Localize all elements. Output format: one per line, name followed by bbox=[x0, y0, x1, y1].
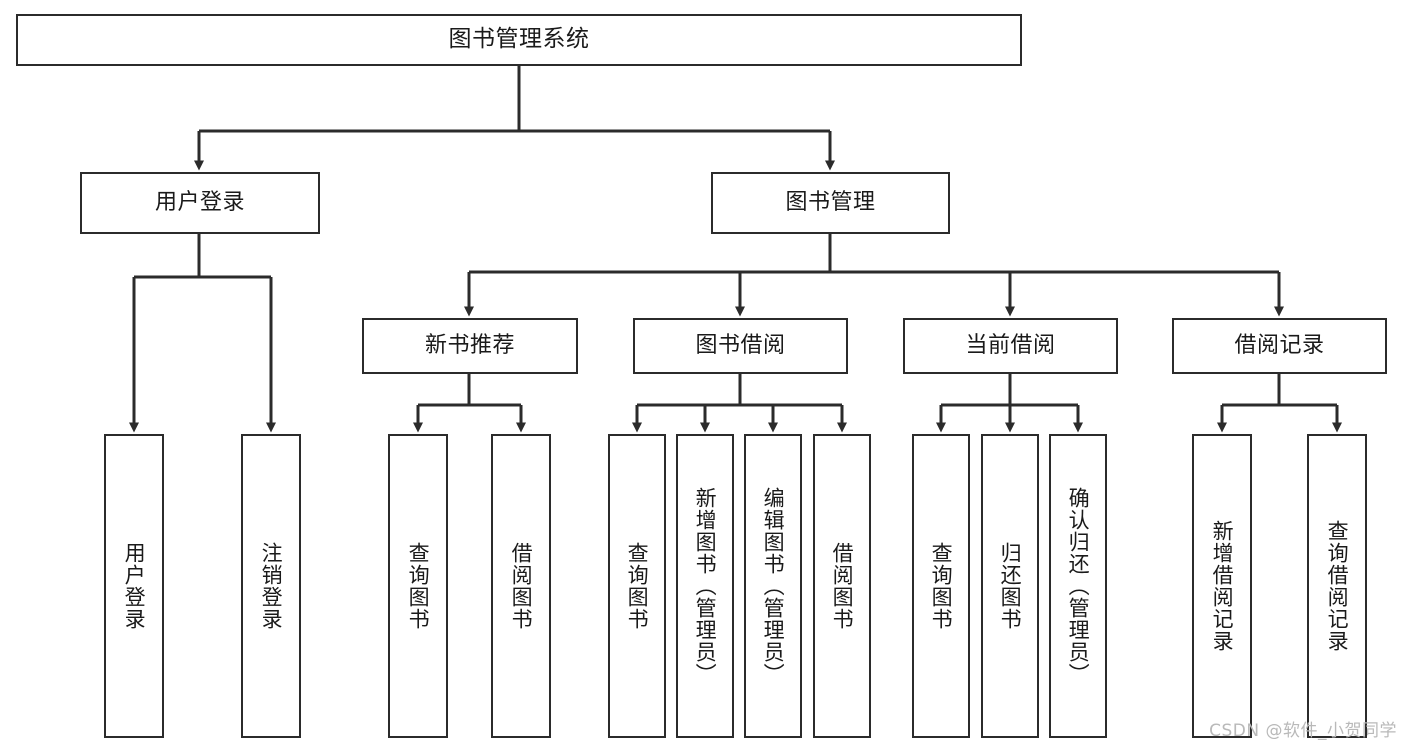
node-current-borrow: 当前借阅 bbox=[903, 318, 1118, 374]
leaf-borrow-record-1-label: 新增借阅记录 bbox=[1210, 520, 1235, 652]
watermark: CSDN @软件_小贺同学 bbox=[1209, 721, 1397, 741]
leaf-current-borrow-3: 确认归还（管理员） bbox=[1049, 434, 1107, 738]
node-user-login: 用户登录 bbox=[80, 172, 320, 234]
leaf-book-borrow-3: 编辑图书（管理员） bbox=[744, 434, 802, 738]
node-borrow-record-label: 借阅记录 bbox=[1234, 332, 1325, 358]
leaf-book-borrow-1-label: 查询图书 bbox=[625, 542, 650, 630]
leaf-new-book-2-label: 借阅图书 bbox=[509, 542, 534, 630]
leaf-book-borrow-4: 借阅图书 bbox=[813, 434, 871, 738]
leaf-new-book-1: 查询图书 bbox=[388, 434, 448, 738]
leaf-current-borrow-1: 查询图书 bbox=[912, 434, 970, 738]
leaf-book-borrow-2-label: 新增图书（管理员） bbox=[693, 487, 718, 685]
node-borrow-record: 借阅记录 bbox=[1172, 318, 1387, 374]
leaf-book-borrow-2: 新增图书（管理员） bbox=[676, 434, 734, 738]
leaf-current-borrow-2-label: 归还图书 bbox=[998, 542, 1023, 630]
node-new-book-recommend: 新书推荐 bbox=[362, 318, 578, 374]
leaf-current-borrow-2: 归还图书 bbox=[981, 434, 1039, 738]
node-root-label: 图书管理系统 bbox=[448, 26, 590, 53]
leaf-book-borrow-4-label: 借阅图书 bbox=[830, 542, 855, 630]
leaf-borrow-record-2-label: 查询借阅记录 bbox=[1325, 520, 1350, 652]
leaf-user-login-2: 注销登录 bbox=[241, 434, 301, 738]
node-book-borrow: 图书借阅 bbox=[633, 318, 848, 374]
leaf-current-borrow-1-label: 查询图书 bbox=[929, 542, 954, 630]
leaf-borrow-record-2: 查询借阅记录 bbox=[1307, 434, 1367, 738]
leaf-new-book-2: 借阅图书 bbox=[491, 434, 551, 738]
leaf-new-book-1-label: 查询图书 bbox=[406, 542, 431, 630]
leaf-book-borrow-1: 查询图书 bbox=[608, 434, 666, 738]
leaf-user-login-2-label: 注销登录 bbox=[259, 542, 284, 630]
leaf-user-login-1: 用户登录 bbox=[104, 434, 164, 738]
node-book-borrow-label: 图书借阅 bbox=[695, 332, 786, 358]
node-book-manage-label: 图书管理 bbox=[785, 189, 876, 215]
node-root: 图书管理系统 bbox=[16, 14, 1022, 66]
leaf-borrow-record-1: 新增借阅记录 bbox=[1192, 434, 1252, 738]
node-book-manage: 图书管理 bbox=[711, 172, 950, 234]
node-new-book-recommend-label: 新书推荐 bbox=[424, 332, 515, 358]
node-user-login-label: 用户登录 bbox=[154, 189, 245, 215]
leaf-current-borrow-3-label: 确认归还（管理员） bbox=[1066, 487, 1091, 685]
leaf-user-login-1-label: 用户登录 bbox=[122, 542, 147, 630]
leaf-book-borrow-3-label: 编辑图书（管理员） bbox=[761, 487, 786, 685]
node-current-borrow-label: 当前借阅 bbox=[965, 332, 1056, 358]
